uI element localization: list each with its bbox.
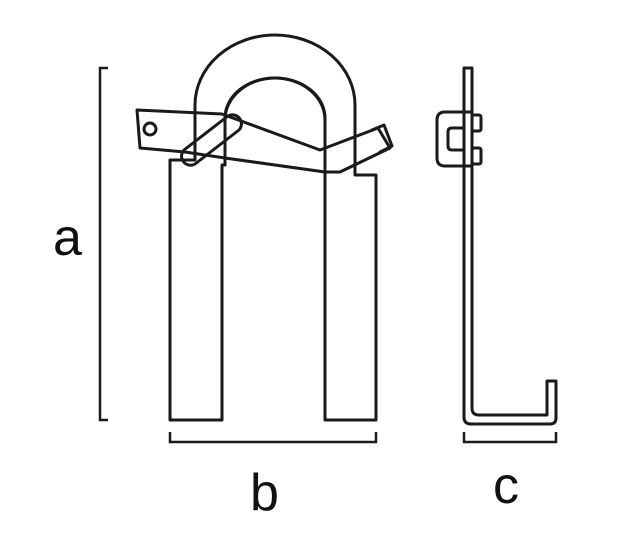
dimension-c: c <box>462 432 558 515</box>
hook-bracket <box>435 110 474 168</box>
dimension-a: a <box>53 66 108 422</box>
hook-bracket-slot <box>446 126 466 152</box>
dimension-a-line <box>98 66 108 422</box>
clamp-arch-inner <box>223 76 327 177</box>
front-view <box>135 33 394 422</box>
dimension-b: b <box>168 432 378 522</box>
clamp-body-outline <box>168 33 378 422</box>
lever-arm <box>135 108 392 174</box>
pivot-hole <box>142 121 158 137</box>
dimension-c-label: c <box>493 457 519 515</box>
dimension-c-line <box>462 432 558 444</box>
dimension-a-label: a <box>53 209 82 267</box>
lever-end-cap <box>370 123 394 154</box>
hook-outline <box>462 66 558 426</box>
hook-tab-lower <box>470 146 483 166</box>
side-view <box>435 66 558 426</box>
dimension-b-line <box>168 432 378 444</box>
hook-tab-upper <box>470 113 483 133</box>
cam-link <box>180 113 243 167</box>
dimension-b-label: b <box>250 464 279 522</box>
